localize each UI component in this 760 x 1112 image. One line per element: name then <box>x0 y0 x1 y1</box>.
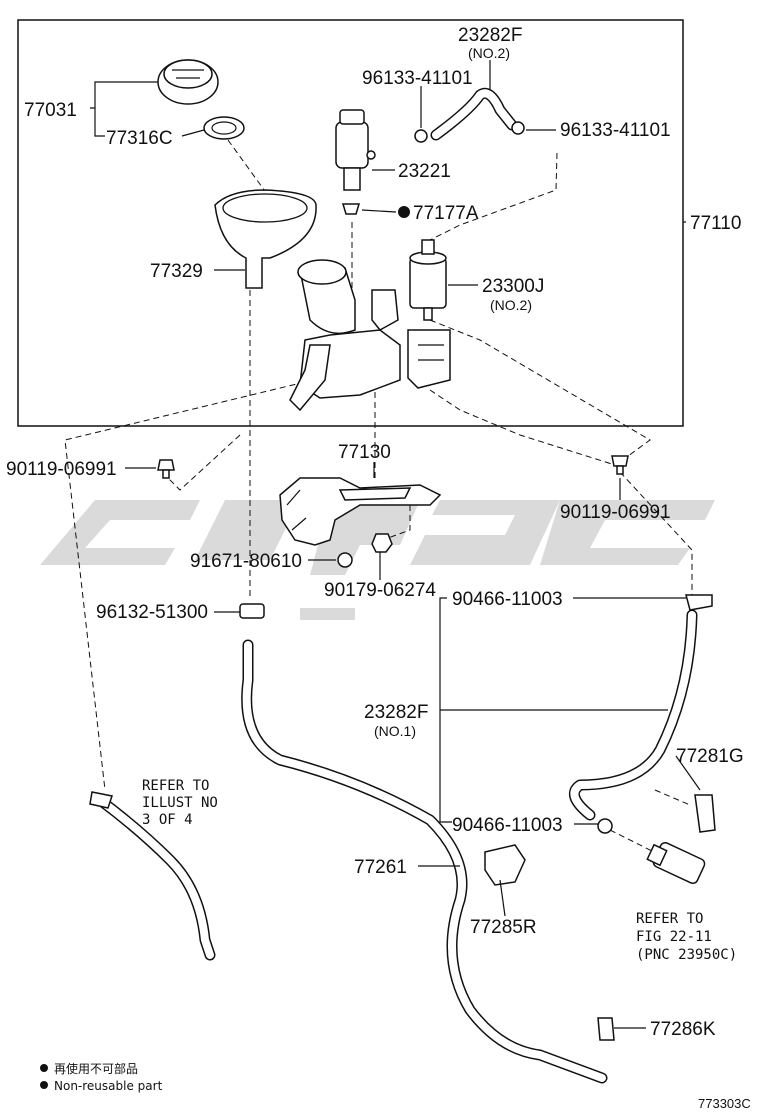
label-23282F-mid-sub: (NO.1) <box>374 723 416 739</box>
bracket-77130 <box>279 477 442 546</box>
legend-dot-icon <box>40 1064 48 1072</box>
refer-left-line: 3 OF 4 <box>142 812 193 828</box>
bolt-90119-left-icon <box>157 459 175 479</box>
nut-90179-icon <box>371 533 393 553</box>
legend-english: Non-reusable part <box>54 1079 163 1093</box>
assembly-box <box>17 19 684 427</box>
label-90179: 90179-06274 <box>324 580 436 601</box>
legend-chinese: 再使用不可部品 <box>54 1061 138 1076</box>
refer-right-line: FIG 22-11 <box>636 929 712 945</box>
label-91671: 91671-80610 <box>190 551 302 572</box>
bolt-90119-right-icon <box>611 455 629 475</box>
filler-funnel-77329 <box>214 189 317 289</box>
refer-left-line: REFER TO <box>142 778 209 794</box>
label-77316C: 77316C <box>106 128 173 149</box>
clip-77281G <box>694 794 716 833</box>
label-90466-top: 90466-11003 <box>452 589 563 610</box>
label-90119-right: 90119-06991 <box>560 502 671 523</box>
label-77110: 77110 <box>690 213 741 234</box>
refer-right-line: REFER TO <box>636 911 703 927</box>
tank-assembly <box>289 259 451 412</box>
clamp-96132 <box>239 603 265 619</box>
label-77031: 77031 <box>24 100 77 121</box>
hose-77261 <box>241 639 608 1084</box>
refer-right-line: (PNC 23950C) <box>636 947 737 963</box>
label-90466-bottom: 90466-11003 <box>452 815 563 836</box>
washer-motor-23221 <box>335 109 376 191</box>
refer-left-line: ILLUST NO <box>142 795 218 811</box>
clamps-96133 <box>414 121 525 143</box>
label-77261: 77261 <box>354 857 407 878</box>
label-96132: 96132-51300 <box>96 602 208 623</box>
hose-refer-illust-3 <box>89 791 216 961</box>
label-77130: 77130 <box>338 442 391 463</box>
fuel-filter-23300J <box>409 239 447 321</box>
legend-dot-icon <box>40 1081 48 1089</box>
guide-lines <box>64 139 693 856</box>
valve-23950C <box>646 841 706 885</box>
label-77281G: 77281G <box>676 746 744 767</box>
label-23282F-top: 23282F <box>458 25 522 46</box>
label-96133-left: 96133-41101 <box>362 68 473 89</box>
label-23221: 23221 <box>398 161 451 182</box>
label-23300J: 23300J <box>482 276 544 297</box>
clamp-90466-bottom <box>597 818 613 834</box>
label-23300J-sub: (NO.2) <box>490 297 532 313</box>
bolt-91671-icon <box>337 552 353 568</box>
label-23282F-mid: 23282F <box>364 702 428 723</box>
leader-lines <box>90 60 701 1029</box>
refer-left: REFER TO ILLUST NO 3 OF 4 <box>142 778 218 828</box>
grommet-77177A <box>341 203 361 215</box>
hose-23282F-no1 <box>568 594 713 821</box>
hose-23282F-no2 <box>430 87 518 141</box>
label-90119-left: 90119-06991 <box>6 459 117 480</box>
gasket-77316C <box>203 116 245 140</box>
clip-77286K <box>597 1017 615 1041</box>
label-77285R: 77285R <box>470 917 537 938</box>
label-23282F-top-sub: (NO.2) <box>468 45 510 61</box>
refer-right: REFER TO FIG 22-11 (PNC 23950C) <box>636 911 737 963</box>
figure-id: 773303C <box>698 1096 751 1111</box>
label-77329: 77329 <box>150 261 203 282</box>
label-96133-right: 96133-41101 <box>560 120 671 141</box>
bracket-77285R <box>484 844 526 886</box>
filler-cap-77031 <box>157 59 219 105</box>
non-reusable-marker-icon <box>398 206 410 218</box>
label-77286K: 77286K <box>650 1019 716 1040</box>
label-77177A: 77177A <box>413 203 479 224</box>
